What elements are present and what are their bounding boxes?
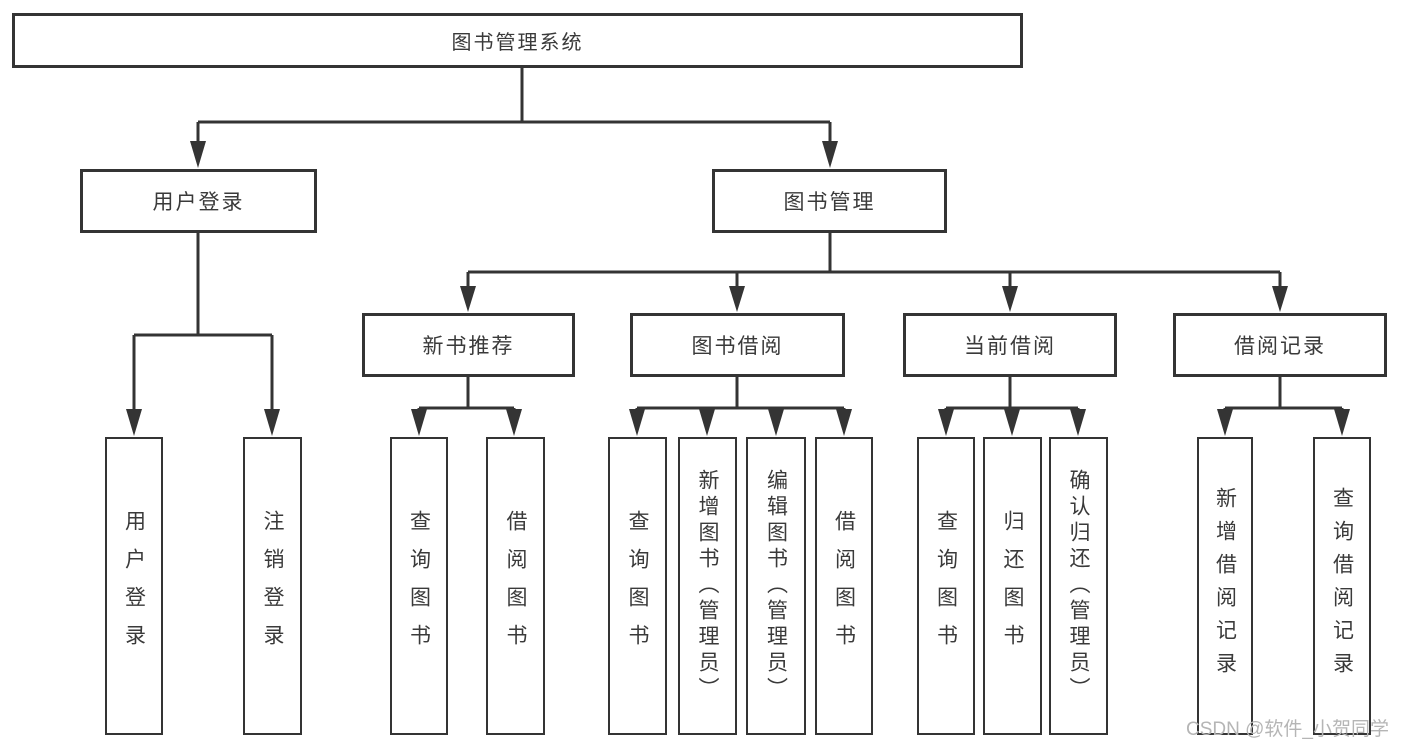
node-current-borrowing: 当前借阅: [903, 313, 1117, 377]
node-book-borrowing-label: 图书借阅: [691, 335, 784, 358]
leaf-return-books-label: 归还图书: [1001, 510, 1024, 662]
node-borrowing-records: 借阅记录: [1173, 313, 1387, 377]
leaf-query-books-borrowing: 查询图书: [608, 437, 667, 735]
node-book-management-label: 图书管理: [783, 191, 876, 214]
leaf-logout-login-label: 注销登录: [261, 510, 284, 662]
node-library-system: 图书管理系统: [12, 13, 1023, 68]
node-borrowing-records-label: 借阅记录: [1234, 335, 1326, 358]
leaf-query-books-recommend-label: 查询图书: [407, 510, 431, 662]
leaf-query-borrow-record-label: 查询借阅记录: [1330, 487, 1354, 685]
node-book-borrowing: 图书借阅: [630, 313, 845, 377]
node-user-login-label: 用户登录: [152, 191, 245, 214]
leaf-borrow-books-borrowing: 借阅图书: [815, 437, 873, 735]
arrowheads: [126, 141, 1350, 436]
leaf-confirm-return-admin: 确认归还（管理员）: [1049, 437, 1108, 735]
node-book-management: 图书管理: [712, 169, 947, 233]
leaf-logout-login: 注销登录: [243, 437, 302, 735]
leaf-query-books-current: 查询图书: [917, 437, 975, 735]
leaf-confirm-return-admin-label: 确认归还（管理员）: [1067, 469, 1090, 703]
leaf-query-borrow-record: 查询借阅记录: [1313, 437, 1371, 735]
node-new-book-recommend-label: 新书推荐: [422, 335, 515, 358]
leaf-query-books-borrowing-label: 查询图书: [626, 510, 649, 662]
leaf-query-books-recommend: 查询图书: [390, 437, 448, 735]
leaf-add-books-admin: 新增图书（管理员）: [678, 437, 737, 735]
node-current-borrowing-label: 当前借阅: [964, 335, 1056, 358]
leaf-add-borrow-record-label: 新增借阅记录: [1213, 487, 1237, 685]
leaf-borrow-books-recommend-label: 借阅图书: [504, 510, 527, 662]
leaf-edit-books-admin: 编辑图书（管理员）: [746, 437, 806, 735]
leaf-user-login-label: 用户登录: [122, 510, 146, 662]
leaf-edit-books-admin-label: 编辑图书（管理员）: [764, 469, 788, 703]
leaf-return-books: 归还图书: [983, 437, 1042, 735]
node-library-system-label: 图书管理系统: [451, 32, 584, 54]
leaf-user-login: 用户登录: [105, 437, 163, 735]
node-user-login: 用户登录: [80, 169, 317, 233]
leaf-query-books-current-label: 查询图书: [934, 510, 958, 662]
leaf-borrow-books-borrowing-label: 借阅图书: [832, 510, 856, 662]
leaf-add-books-admin-label: 新增图书（管理员）: [696, 469, 719, 703]
leaf-add-borrow-record: 新增借阅记录: [1197, 437, 1253, 735]
leaf-borrow-books-recommend: 借阅图书: [486, 437, 545, 735]
csdn-watermark: CSDN @软件_小贺同学: [1186, 719, 1389, 740]
node-new-book-recommend: 新书推荐: [362, 313, 575, 377]
